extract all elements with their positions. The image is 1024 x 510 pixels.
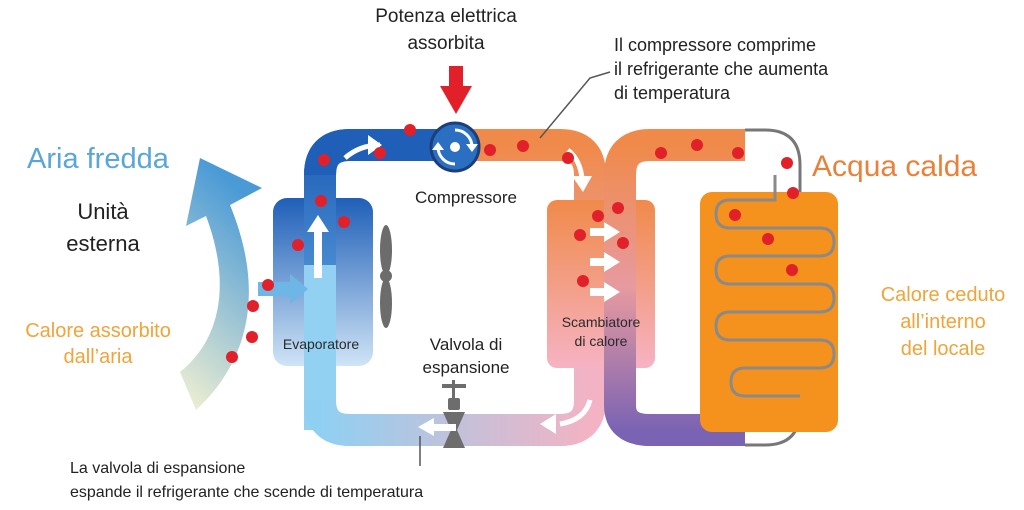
evaporator-label: Evaporatore (283, 336, 359, 352)
released-heat-line3: del locale (901, 338, 986, 360)
released-heat-line2: all’interno (900, 311, 986, 333)
absorbed-heat-line1: Calore assorbito (25, 320, 171, 342)
compressor-icon (429, 121, 481, 173)
hot-water-label: Acqua calda (812, 150, 977, 183)
power-label-line1: Potenza elettrica (375, 6, 517, 27)
compressor-note-line1: Il compressore comprime (614, 35, 816, 55)
refrigerant-circuit (304, 129, 606, 446)
exchanger-label-line1: Scambiatore (562, 314, 641, 330)
absorbed-heat-line2: dall’aria (64, 346, 134, 368)
radiator-unit (700, 175, 838, 432)
power-input-arrow (440, 66, 472, 114)
exchanger-label-line2: di calore (575, 333, 628, 349)
outdoor-unit-line2: esterna (66, 231, 140, 256)
power-label-line2: assorbita (407, 33, 485, 54)
flow-arrows (258, 135, 620, 436)
valve-note-line1: La valvola di espansione (70, 460, 245, 477)
valve-label-line2: espansione (423, 358, 510, 377)
compressor-note-line3: di temperatura (614, 83, 731, 103)
cold-air-label: Aria fredda (27, 143, 170, 175)
cold-air-arrow (180, 158, 262, 410)
valve-note-line2: espande il refrigerante che scende di te… (70, 484, 423, 501)
compressor-label: Compressore (415, 188, 517, 207)
fan-icon (380, 225, 392, 328)
expansion-valve-icon (442, 380, 466, 448)
compressor-note-leader (539, 71, 611, 139)
refrigerant-dots (226, 124, 799, 363)
outdoor-unit-line1: Unità (77, 199, 129, 224)
released-heat-line1: Calore ceduto (881, 284, 1006, 306)
compressor-note-line2: il refrigerante che aumenta (614, 59, 829, 79)
valve-label-line1: Valvola di (430, 335, 502, 354)
